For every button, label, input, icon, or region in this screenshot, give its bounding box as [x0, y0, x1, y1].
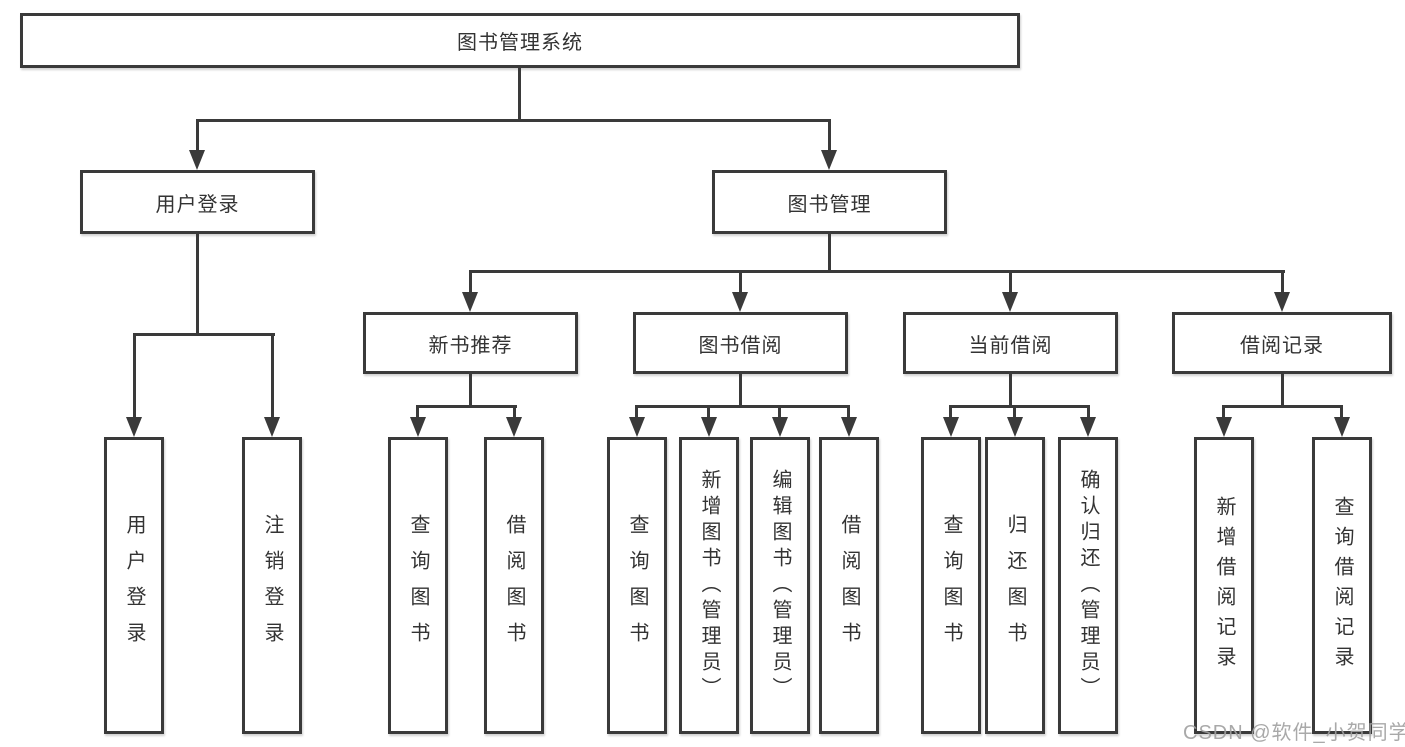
arrowhead-cb-query	[943, 417, 959, 437]
edge-to-borrow-records	[1281, 270, 1284, 294]
edge-to-bb-add	[707, 405, 710, 419]
edge-level1-bar	[196, 119, 831, 122]
leaf-br-add-record-label: 新增借阅记录	[1213, 495, 1235, 676]
leaf-logout: 注销登录	[242, 437, 302, 734]
arrowhead-nb-borrow	[506, 417, 522, 437]
leaf-cb-return-book: 归还图书	[985, 437, 1045, 734]
arrowhead-cb-confirm	[1080, 417, 1096, 437]
leaf-user-login-label: 用户登录	[123, 513, 145, 658]
edge-to-leaf-user-login	[133, 333, 136, 417]
arrowhead-leaf-logout	[264, 417, 280, 437]
node-borrow-records: 借阅记录	[1172, 312, 1392, 374]
leaf-nb-query-book-label: 查询图书	[407, 513, 429, 658]
edge-cb-bar	[950, 405, 1090, 408]
arrowhead-bb-edit	[772, 417, 788, 437]
edge-to-cb-return	[1013, 405, 1016, 419]
edge-to-current-borrow	[1009, 270, 1012, 294]
edge-bb-stub	[739, 374, 742, 408]
edge-to-bb-query	[635, 405, 638, 419]
arrowhead-cb-return	[1007, 417, 1023, 437]
arrowhead-nb-query	[410, 417, 426, 437]
edge-user-login-bar	[133, 333, 275, 336]
edge-nb-bar	[417, 405, 517, 408]
edge-cb-stub	[1009, 374, 1012, 408]
arrowhead-borrow-records	[1274, 292, 1290, 312]
leaf-user-login: 用户登录	[104, 437, 164, 734]
leaf-cb-query-book-label: 查询图书	[940, 513, 962, 658]
leaf-cb-query-book: 查询图书	[921, 437, 981, 734]
edge-br-bar	[1223, 405, 1343, 408]
node-current-borrow-label: 当前借阅	[968, 334, 1053, 357]
leaf-nb-query-book: 查询图书	[388, 437, 448, 734]
node-new-book-recommend: 新书推荐	[363, 312, 578, 374]
edge-book-management-stub	[828, 234, 831, 273]
edge-root-stub	[518, 68, 521, 122]
edge-user-login-stub	[196, 234, 199, 336]
leaf-nb-borrow-book: 借阅图书	[484, 437, 544, 734]
edge-to-user-login	[196, 119, 199, 152]
node-book-management: 图书管理	[712, 170, 947, 234]
node-user-login: 用户登录	[80, 170, 315, 234]
edge-to-br-add	[1222, 405, 1225, 419]
leaf-bb-query-book: 查询图书	[607, 437, 667, 734]
leaf-bb-borrow-book: 借阅图书	[819, 437, 879, 734]
edge-to-br-query	[1340, 405, 1343, 419]
node-user-login-label: 用户登录	[155, 193, 240, 216]
edge-to-book-management	[828, 119, 831, 152]
arrowhead-br-add	[1216, 417, 1232, 437]
arrowhead-br-query	[1334, 417, 1350, 437]
arrowhead-bb-query	[629, 417, 645, 437]
leaf-cb-confirm-return: 确认归还（管理员）	[1058, 437, 1118, 734]
edge-to-leaf-logout	[271, 333, 274, 417]
node-book-borrow-label: 图书借阅	[698, 334, 783, 357]
edge-nb-stub	[469, 374, 472, 408]
edge-br-stub	[1281, 374, 1284, 408]
edge-bb-bar	[636, 405, 849, 408]
leaf-br-query-record-label: 查询借阅记录	[1331, 495, 1353, 676]
edge-to-new-book-recommend	[469, 270, 472, 294]
node-new-book-recommend-label: 新书推荐	[428, 334, 513, 357]
node-current-borrow: 当前借阅	[903, 312, 1118, 374]
arrowhead-new-book-recommend	[462, 292, 478, 312]
arrowhead-leaf-user-login	[126, 417, 142, 437]
node-root-label: 图书管理系统	[457, 32, 583, 54]
edge-to-bb-edit	[778, 405, 781, 419]
leaf-bb-borrow-book-label: 借阅图书	[838, 513, 860, 658]
leaf-br-query-record: 查询借阅记录	[1312, 437, 1372, 734]
edge-to-nb-borrow	[513, 405, 516, 419]
leaf-bb-add-book: 新增图书（管理员）	[679, 437, 739, 734]
leaf-cb-return-book-label: 归还图书	[1004, 513, 1026, 658]
node-book-management-label: 图书管理	[787, 193, 872, 216]
edge-to-bb-borrow	[847, 405, 850, 419]
node-borrow-records-label: 借阅记录	[1240, 334, 1324, 357]
leaf-bb-query-book-label: 查询图书	[626, 513, 648, 658]
leaf-nb-borrow-book-label: 借阅图书	[503, 513, 525, 658]
edge-level2-bar	[469, 270, 1285, 273]
leaf-br-add-record: 新增借阅记录	[1194, 437, 1254, 734]
arrowhead-bb-add	[701, 417, 717, 437]
leaf-bb-edit-book: 编辑图书（管理员）	[750, 437, 810, 734]
edge-to-book-borrow	[739, 270, 742, 294]
edge-to-cb-confirm	[1087, 405, 1090, 419]
edge-to-nb-query	[416, 405, 419, 419]
node-book-borrow: 图书借阅	[633, 312, 848, 374]
leaf-bb-add-book-label: 新增图书（管理员）	[698, 468, 720, 703]
arrowhead-bb-borrow	[841, 417, 857, 437]
edge-to-cb-query	[949, 405, 952, 419]
csdn-watermark: CSDN @软件_小贺同学	[1183, 722, 1405, 744]
arrowhead-current-borrow	[1002, 292, 1018, 312]
leaf-bb-edit-book-label: 编辑图书（管理员）	[769, 468, 791, 703]
leaf-cb-confirm-return-label: 确认归还（管理员）	[1077, 468, 1099, 703]
leaf-logout-label: 注销登录	[261, 513, 283, 658]
arrowhead-user-login	[189, 150, 205, 170]
arrowhead-book-management	[821, 150, 837, 170]
arrowhead-book-borrow	[732, 292, 748, 312]
node-root: 图书管理系统	[20, 13, 1020, 68]
